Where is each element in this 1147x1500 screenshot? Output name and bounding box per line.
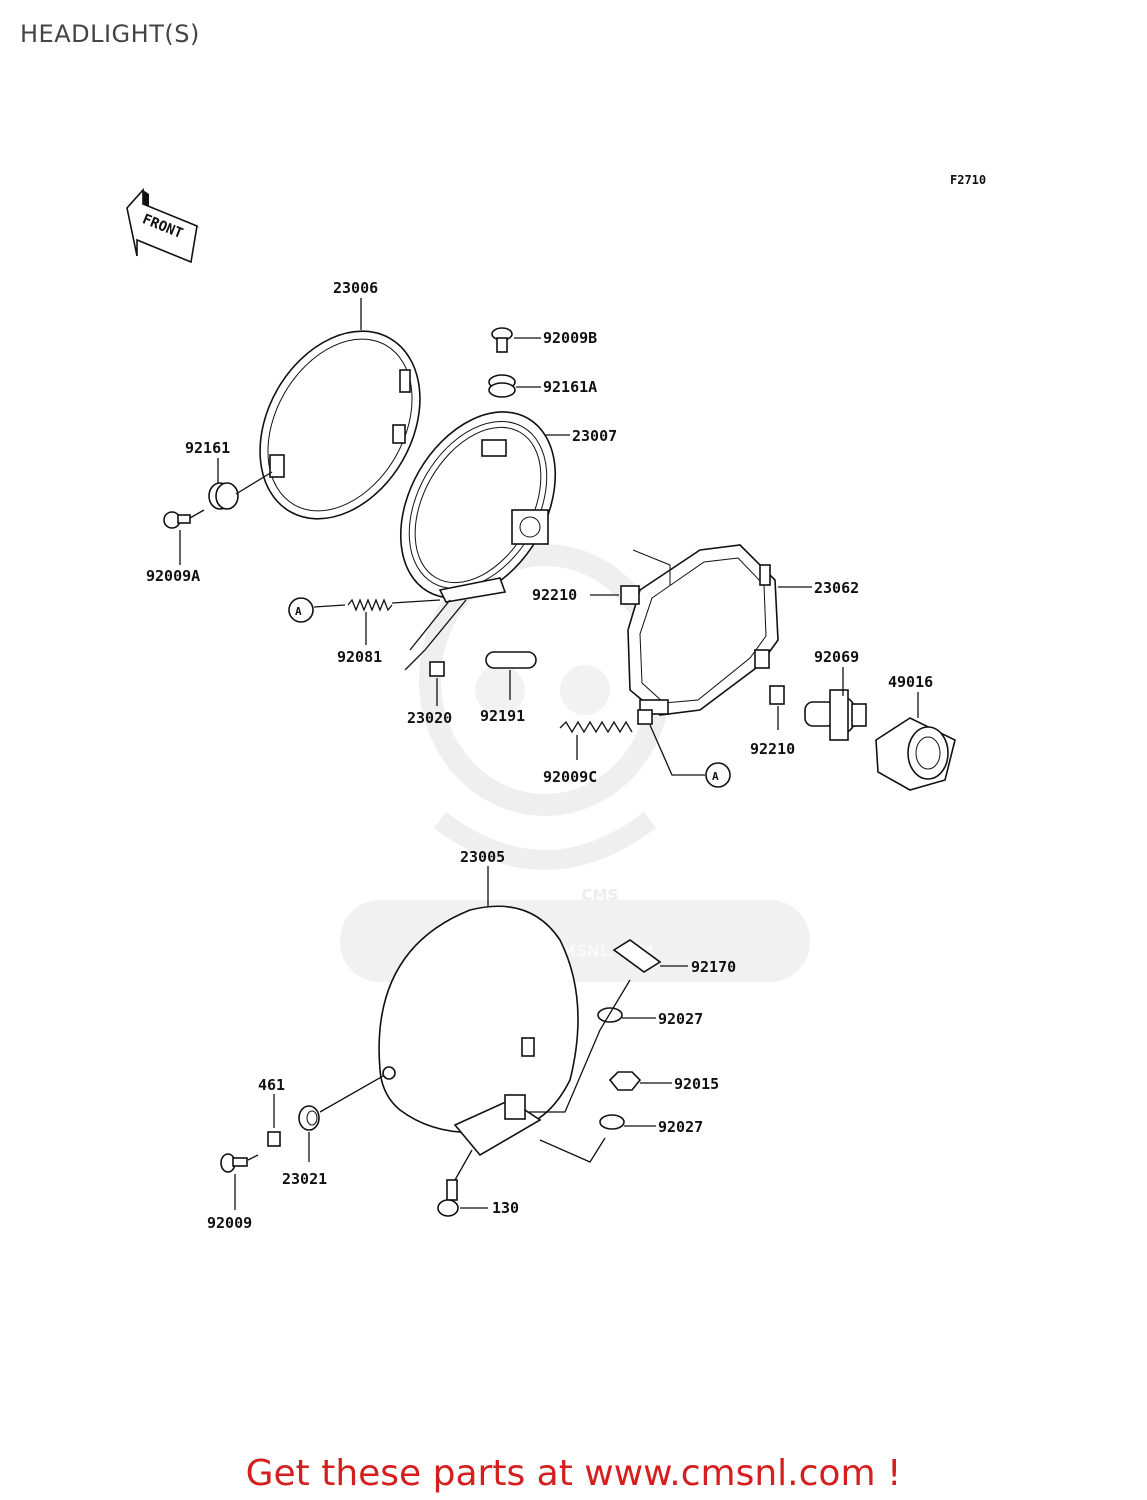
front-direction-arrow: FRONT	[126, 187, 200, 264]
grommet-92161	[208, 482, 239, 510]
washer-92027-lower	[599, 1114, 625, 1130]
part-23006-label: 23006	[333, 279, 378, 297]
ref-marker-a-left: A	[288, 597, 314, 623]
headlight-parts-diagram: CMS WWW.CMSNL.COM F2710 FRONT 23006 9216…	[126, 173, 986, 1232]
svg-text:A: A	[295, 605, 302, 618]
svg-text:A: A	[712, 770, 719, 783]
part-92009A-label: 92009A	[146, 567, 200, 585]
part-92009-label: 92009	[207, 1214, 252, 1232]
screw-92009B	[491, 327, 513, 353]
part-92081-label: 92081	[337, 648, 382, 666]
part-130-label: 130	[492, 1199, 519, 1217]
part-23005-label: 23005	[460, 848, 505, 866]
nut-92210-lower	[769, 685, 785, 705]
watermark-logo-text: CMS	[582, 886, 619, 904]
washer-92027-upper	[597, 1007, 623, 1023]
spring-92081	[347, 598, 393, 612]
headlight-unit-23007	[399, 411, 557, 603]
part-92027-lower-label: 92027	[658, 1118, 703, 1136]
page-title: HEADLIGHT(S)	[20, 20, 200, 48]
screw-92009	[220, 1153, 248, 1173]
ref-marker-a-right: A	[705, 762, 731, 788]
part-23020-label: 23020	[407, 709, 452, 727]
part-92191-label: 92191	[480, 707, 525, 725]
screw-92009C	[559, 709, 653, 734]
collar-92191	[485, 651, 537, 669]
part-23062-label: 23062	[814, 579, 859, 597]
bulb-92069	[804, 689, 867, 741]
part-92161-label: 92161	[185, 439, 230, 457]
rim-ring-23006	[259, 330, 421, 520]
nut-461	[267, 1131, 281, 1147]
part-92161A-label: 92161A	[543, 378, 597, 396]
bracket-23062	[627, 544, 779, 716]
figure-code: F2710	[950, 173, 986, 187]
part-92170-label: 92170	[691, 958, 736, 976]
part-92210-upper-label: 92210	[532, 586, 577, 604]
part-23021-label: 23021	[282, 1170, 327, 1188]
part-92069-label: 92069	[814, 648, 859, 666]
headlight-cover-23005	[378, 905, 579, 1157]
part-49016-label: 49016	[888, 673, 933, 691]
clip-23020	[429, 661, 445, 677]
grommet-23021	[298, 1105, 320, 1131]
footer-promo-text: Get these parts at www.cmsnl.com !	[245, 1453, 902, 1494]
bolt-130	[437, 1179, 459, 1217]
nut-92015	[608, 1071, 642, 1091]
nut-92210-upper	[620, 585, 640, 605]
part-92210-lower-label: 92210	[750, 740, 795, 758]
part-92009B-label: 92009B	[543, 329, 597, 347]
socket-cover-49016	[875, 717, 956, 791]
part-92027-upper-label: 92027	[658, 1010, 703, 1028]
part-461-label: 461	[258, 1076, 285, 1094]
part-92015-label: 92015	[674, 1075, 719, 1093]
grommet-92161A	[488, 374, 516, 398]
part-23007-label: 23007	[572, 427, 617, 445]
clip-92170	[612, 939, 662, 973]
part-92009C-label: 92009C	[543, 768, 597, 786]
screw-92009A	[163, 511, 191, 529]
